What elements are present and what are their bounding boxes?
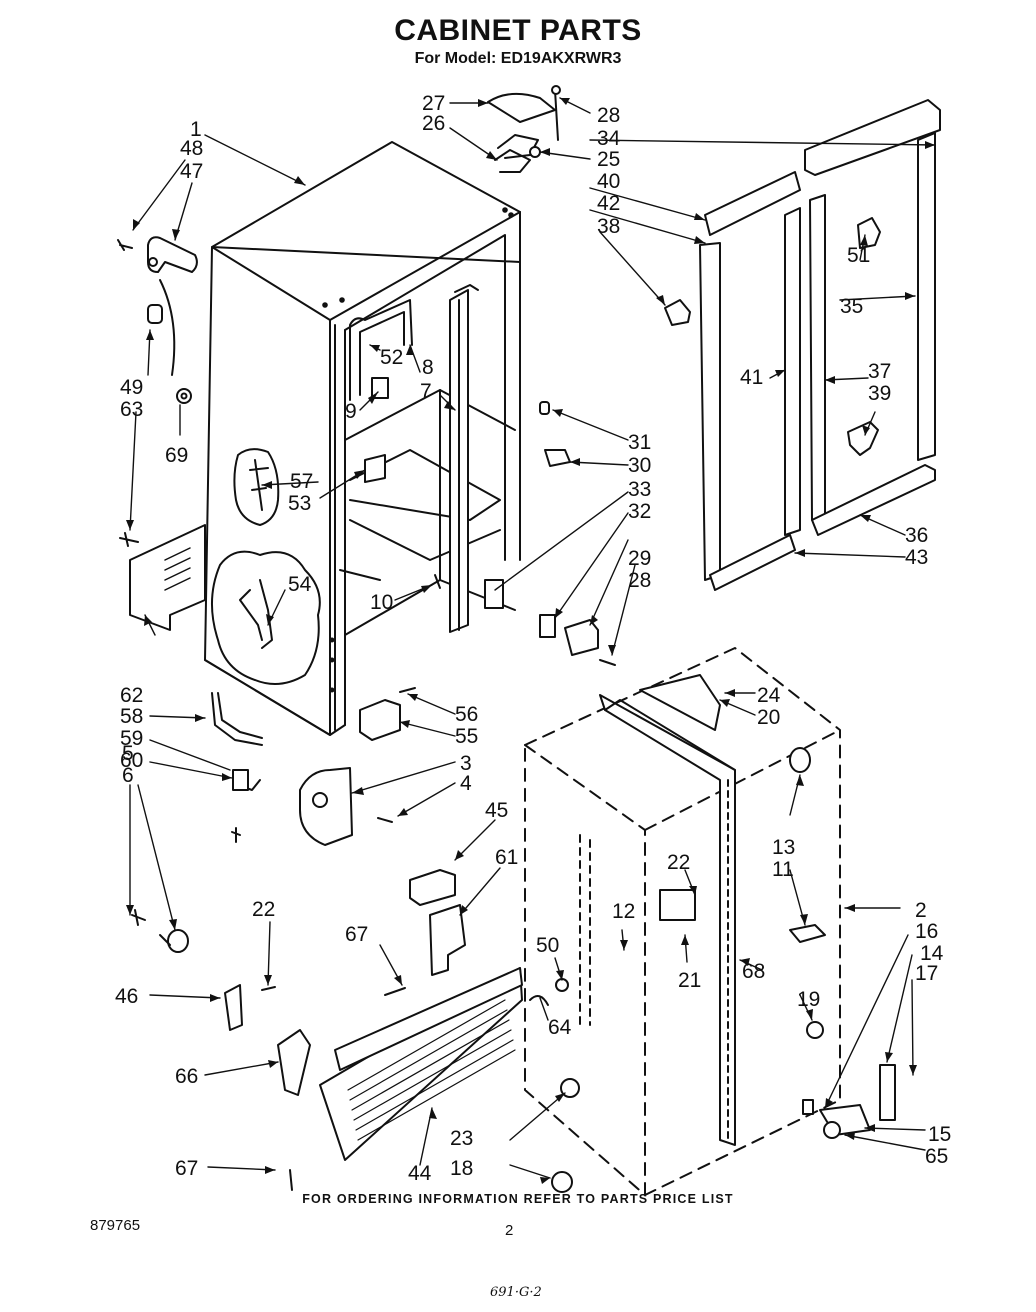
- part-label-18: 18: [450, 1157, 473, 1180]
- part-label-46: 46: [115, 985, 138, 1008]
- model-subtitle: For Model: ED19AKXRWR3: [414, 50, 622, 67]
- part-label-50: 50: [536, 934, 559, 957]
- part-label-62: 62: [120, 684, 143, 707]
- left-side-parts: [117, 236, 206, 631]
- part-label-43: 43: [905, 546, 928, 569]
- part-label-13: 13: [772, 836, 795, 859]
- part-label-28: 28: [597, 104, 620, 127]
- part-label-35: 35: [840, 295, 863, 318]
- part-label-14: 14: [920, 942, 944, 965]
- part-label-7: 7: [420, 380, 432, 403]
- part-label-58: 58: [120, 705, 143, 728]
- part-label-25: 25: [597, 148, 620, 171]
- part-label-57: 57: [290, 470, 313, 493]
- part-label-47: 47: [180, 160, 203, 183]
- part-label-22: 22: [667, 851, 690, 874]
- part-label-51: 51: [847, 244, 870, 267]
- part-label-53: 53: [288, 492, 311, 515]
- handwritten-note: 691·G·2: [490, 1285, 542, 1300]
- part-label-39: 39: [868, 382, 891, 405]
- part-label-17: 17: [915, 962, 938, 985]
- lower-left-parts: [131, 909, 311, 1191]
- part-label-56: 56: [455, 703, 478, 726]
- part-label-19: 19: [797, 988, 820, 1011]
- part-label-60: 60: [120, 749, 143, 772]
- part-label-55: 55: [455, 725, 478, 748]
- part-label-36: 36: [905, 524, 928, 547]
- arrowheads: [126, 98, 935, 1184]
- part-label-33: 33: [628, 478, 651, 501]
- part-label-12: 12: [612, 900, 635, 923]
- door-gaskets: [664, 99, 941, 591]
- part-label-8: 8: [422, 356, 434, 379]
- part-label-15: 15: [928, 1123, 951, 1146]
- base-grille: [319, 869, 523, 1161]
- part-label-22: 22: [252, 898, 275, 921]
- part-label-11: 11: [772, 858, 794, 881]
- part-label-68: 68: [742, 960, 765, 983]
- part-label-23: 23: [450, 1127, 473, 1150]
- part-label-63: 63: [120, 398, 143, 421]
- part-label-66: 66: [175, 1065, 198, 1088]
- cabinet-body: [204, 141, 521, 736]
- middle-left-parts: [211, 687, 416, 846]
- ordering-note: FOR ORDERING INFORMATION REFER TO PARTS …: [302, 1192, 734, 1206]
- part-label-61: 61: [495, 846, 518, 869]
- door-frame: [529, 674, 896, 1193]
- door-cabinet-assembly: [524, 647, 841, 1196]
- part-label-4: 4: [460, 772, 472, 795]
- part-label-41: 41: [740, 366, 763, 389]
- part-number-labels: 1234567891011121314151617181920212222232…: [115, 92, 951, 1185]
- part-label-28: 28: [628, 569, 651, 592]
- part-label-34: 34: [597, 127, 621, 150]
- part-label-32: 32: [628, 500, 651, 523]
- part-label-59: 59: [120, 727, 143, 750]
- part-label-16: 16: [915, 920, 938, 943]
- part-label-48: 48: [180, 137, 203, 160]
- page-number: 2: [505, 1222, 514, 1239]
- part-label-26: 26: [422, 112, 445, 135]
- part-label-29: 29: [628, 547, 651, 570]
- part-label-65: 65: [925, 1145, 948, 1168]
- part-label-21: 21: [678, 969, 701, 992]
- part-label-3: 3: [460, 752, 472, 775]
- part-label-10: 10: [370, 591, 393, 614]
- part-label-38: 38: [597, 215, 620, 238]
- part-label-1: 1: [190, 118, 202, 141]
- part-label-67: 67: [345, 923, 368, 946]
- part-label-37: 37: [868, 360, 891, 383]
- part-label-42: 42: [597, 192, 620, 215]
- part-label-27: 27: [422, 92, 445, 115]
- top-hinge-parts: [487, 85, 561, 173]
- part-label-52: 52: [380, 346, 403, 369]
- part-label-9: 9: [345, 400, 357, 423]
- part-label-6: 6: [122, 764, 134, 787]
- part-label-31: 31: [628, 431, 651, 454]
- part-label-49: 49: [120, 376, 143, 399]
- part-label-69: 69: [165, 444, 188, 467]
- page-title: CABINET PARTS: [394, 14, 642, 47]
- part-label-40: 40: [597, 170, 620, 193]
- part-label-54: 54: [288, 573, 312, 596]
- part-label-24: 24: [757, 684, 781, 707]
- part-label-45: 45: [485, 799, 508, 822]
- part-label-64: 64: [548, 1016, 572, 1039]
- hinge-small-parts: [434, 401, 616, 666]
- part-label-2: 2: [915, 899, 927, 922]
- part-label-5: 5: [122, 742, 134, 765]
- document-number: 879765: [90, 1217, 141, 1234]
- part-label-67: 67: [175, 1157, 198, 1180]
- part-label-20: 20: [757, 706, 780, 729]
- part-label-30: 30: [628, 454, 651, 477]
- part-label-44: 44: [408, 1162, 432, 1185]
